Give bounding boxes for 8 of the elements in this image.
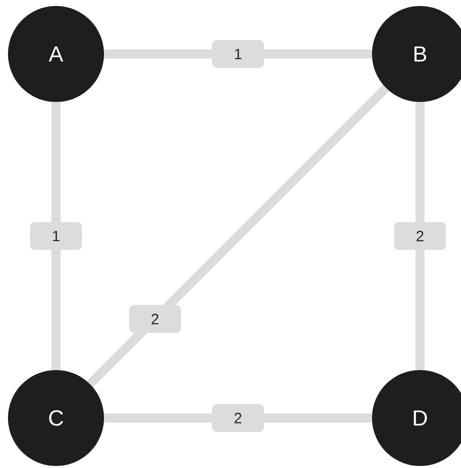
edge-label: 1 <box>212 40 264 68</box>
edge-label: 2 <box>129 305 181 333</box>
edge-label: 2 <box>394 222 446 250</box>
edge-line <box>416 102 424 370</box>
edge-line <box>86 84 390 388</box>
edge-line <box>52 102 60 370</box>
edge-label: 1 <box>30 222 82 250</box>
edge-label: 2 <box>212 404 264 432</box>
